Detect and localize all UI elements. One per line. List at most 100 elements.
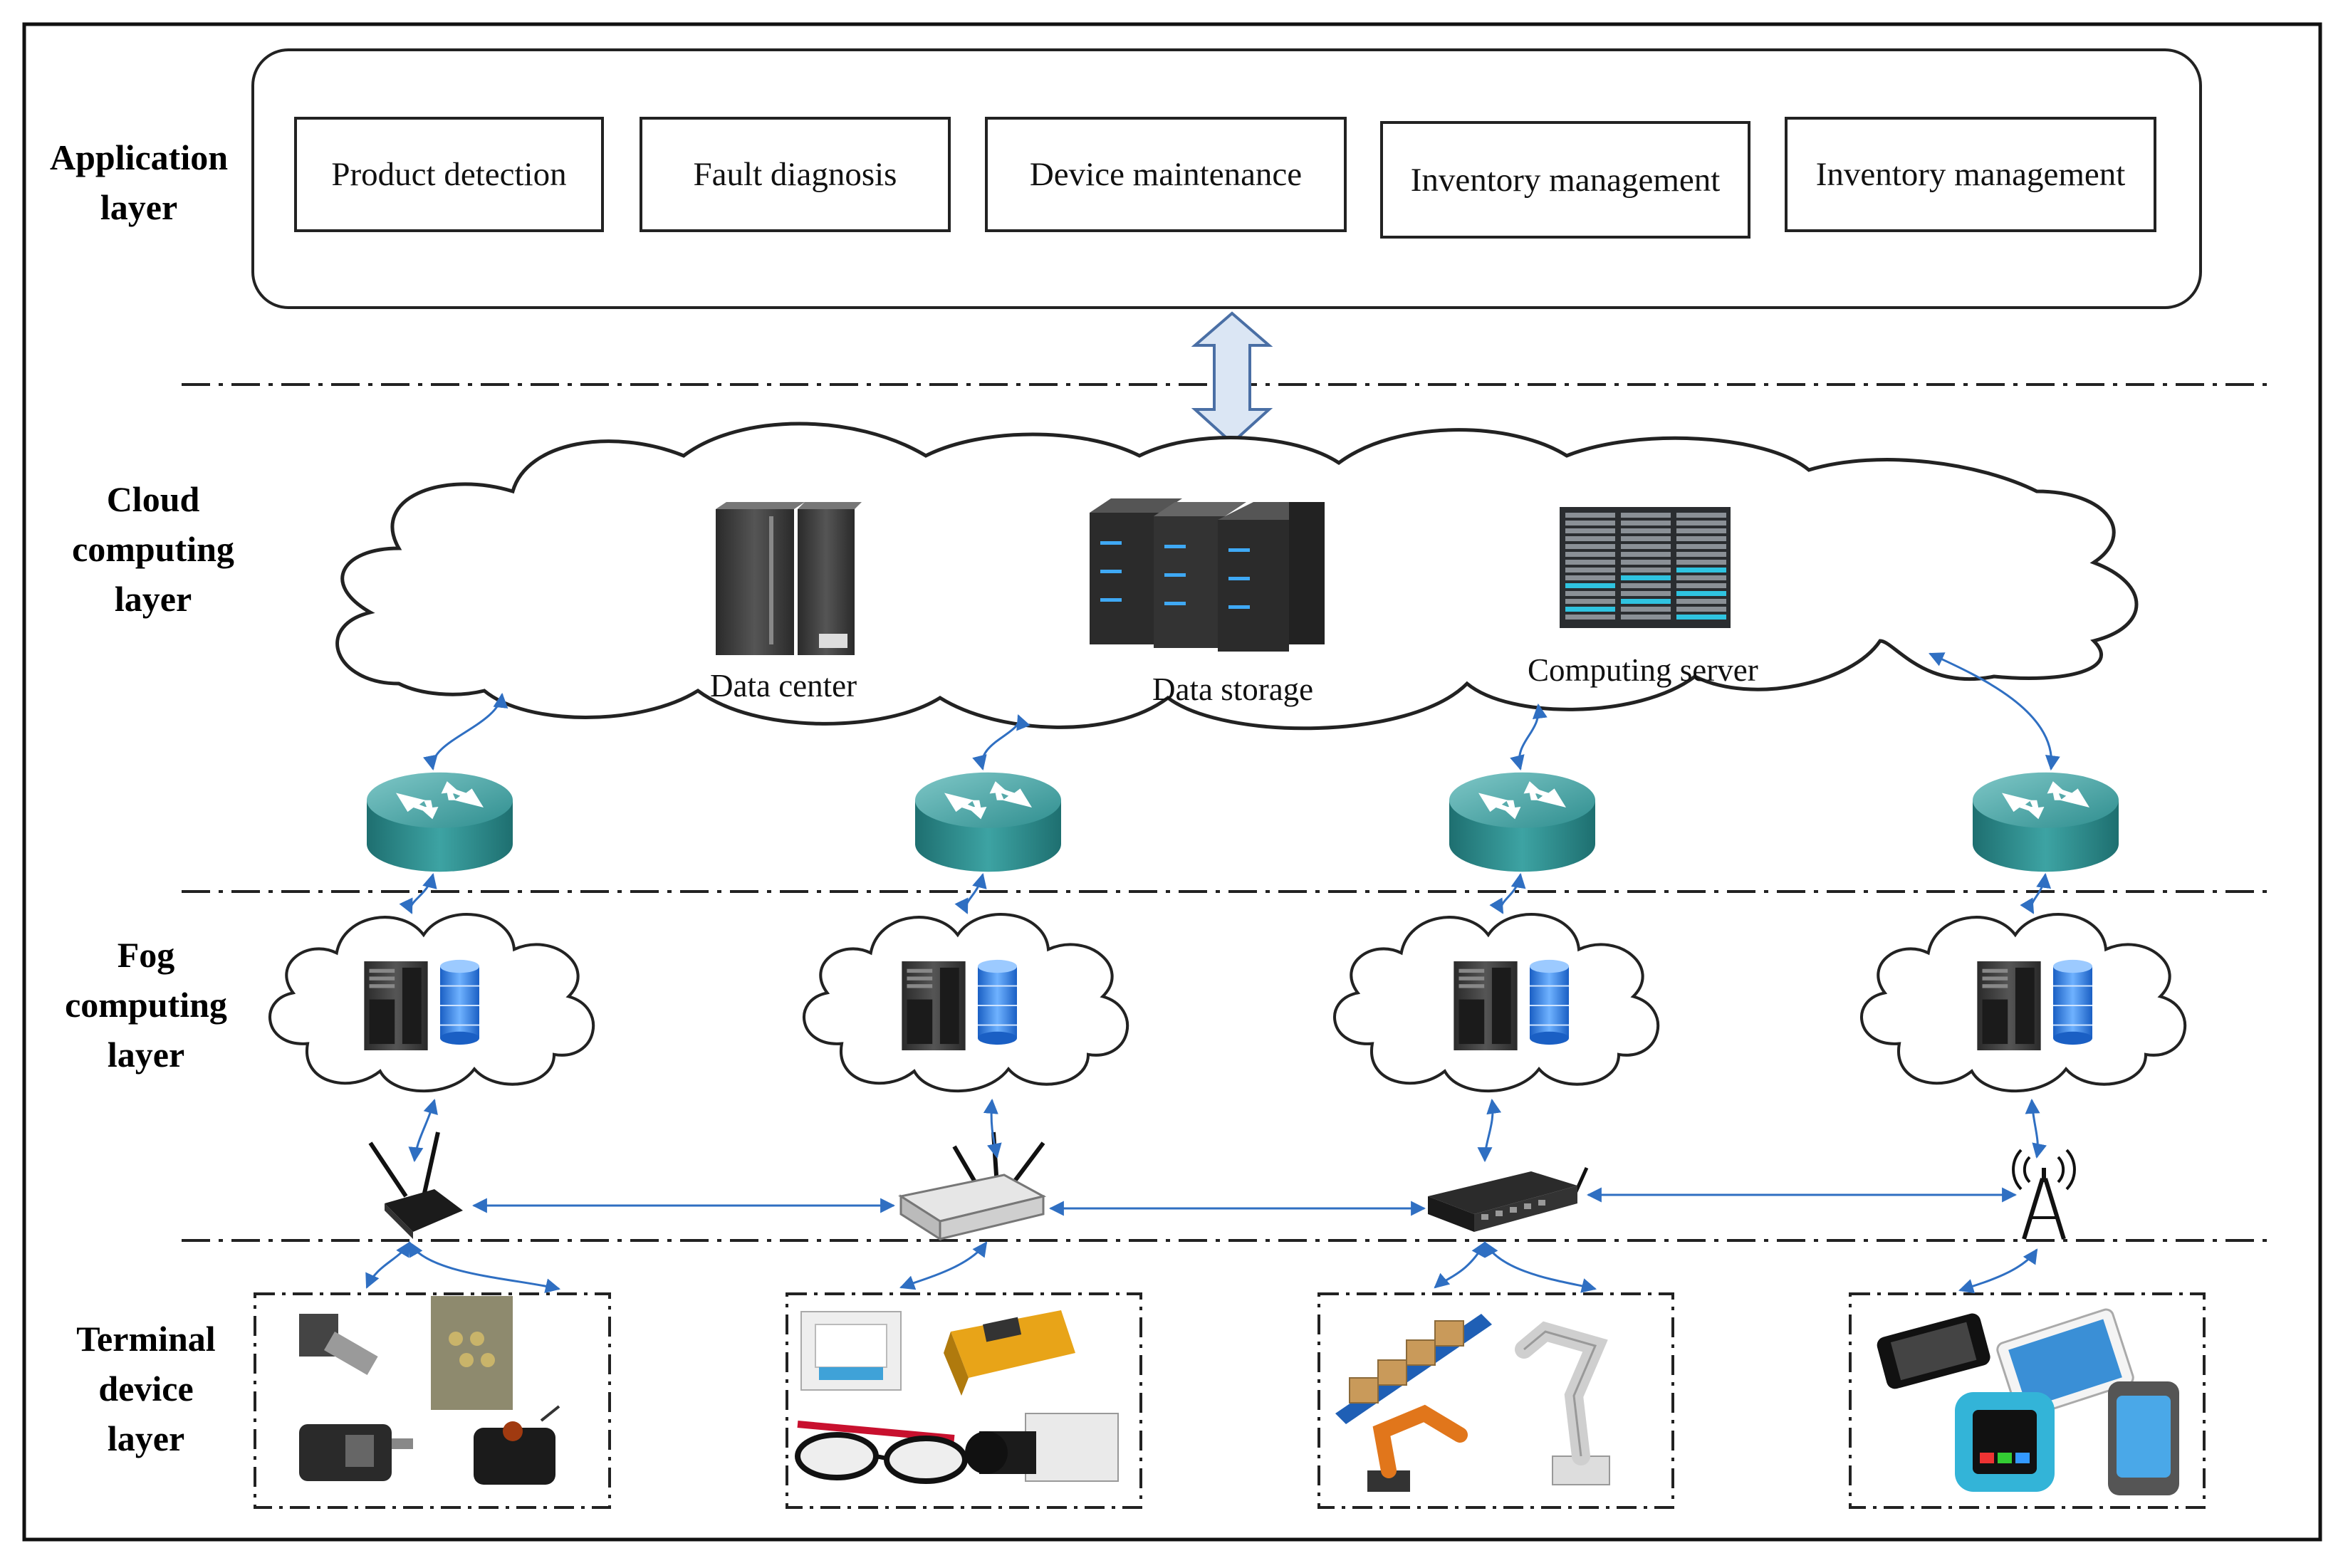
pressure-sensor-icon xyxy=(299,1314,378,1375)
rack-unit xyxy=(1621,599,1671,604)
label-line: device xyxy=(98,1369,194,1408)
rack-unit xyxy=(1621,591,1671,596)
label-line: layer xyxy=(107,1035,185,1075)
link-arrow xyxy=(399,872,437,914)
link-arrow xyxy=(423,692,508,771)
rack-unit xyxy=(1565,528,1615,533)
link-arrow xyxy=(408,1098,438,1163)
outer-frame xyxy=(22,22,2322,1542)
label-line: layer xyxy=(107,1418,185,1458)
rack-unit xyxy=(1621,544,1671,549)
rack-unit xyxy=(1621,568,1671,573)
label-line: computing xyxy=(72,529,234,569)
smartphone-icon xyxy=(1877,1313,1990,1389)
wifi-router-icon xyxy=(368,1131,463,1239)
rack-unit xyxy=(1621,513,1671,518)
app-box-fault-diagnosis: Fault diagnosis xyxy=(640,117,951,232)
industrial-camera-icon xyxy=(965,1413,1119,1482)
cylindrical-sensor-icon xyxy=(431,1296,513,1410)
rack-unit xyxy=(1621,607,1671,612)
link-arrow xyxy=(1510,703,1548,771)
smart-glasses-icon xyxy=(795,1421,968,1484)
rack-unit xyxy=(1621,560,1671,565)
rack-unit xyxy=(1565,575,1615,580)
agv-robot-icon xyxy=(944,1310,1075,1396)
rack-unit xyxy=(1621,528,1671,533)
fog-cloud-shape xyxy=(270,914,593,1091)
terminal-group-box xyxy=(786,1292,1142,1509)
server-icon xyxy=(364,961,428,1050)
terminal-layer-label: Terminal device layer xyxy=(39,1314,253,1463)
label-line: Terminal xyxy=(76,1319,216,1359)
rack-unit xyxy=(1621,575,1671,580)
fog-cloud-shape xyxy=(804,914,1127,1091)
link-arrow xyxy=(972,714,1030,771)
small-sensor-icon xyxy=(474,1405,560,1485)
computing-server-label: Computing server xyxy=(1528,652,1758,688)
link-arrow xyxy=(1489,872,1526,914)
application-layer-label: Application layer xyxy=(28,132,249,232)
terminal-group-box xyxy=(1849,1292,2206,1509)
link-arrow xyxy=(365,1241,411,1289)
link-arrow xyxy=(1929,652,2060,771)
rack-unit xyxy=(1621,552,1671,557)
app-label: Product detection xyxy=(331,156,567,193)
rack-unit xyxy=(1565,615,1615,620)
industrial-robot-icon xyxy=(1515,1321,1610,1485)
rack-unit xyxy=(1565,568,1615,573)
rack-unit xyxy=(1565,583,1615,588)
server-icon xyxy=(1977,961,2041,1050)
connection-links xyxy=(365,652,2060,1294)
rack-unit xyxy=(1565,536,1615,541)
double-arrow-icon xyxy=(1191,311,1273,445)
link-arrow xyxy=(1958,1248,2038,1294)
fog-layer-label: Fog computing layer xyxy=(39,930,253,1080)
rack-unit xyxy=(1621,583,1671,588)
industrial-gateway-icon xyxy=(1428,1166,1589,1232)
rack-unit xyxy=(1565,513,1615,518)
computing-server-icon xyxy=(1560,507,1731,628)
app-box-inventory-management: Inventory management xyxy=(1380,121,1750,239)
app-label: Inventory management xyxy=(1410,161,1721,199)
database-icon xyxy=(978,958,1017,1046)
rack-unit xyxy=(1621,521,1671,526)
database-icon xyxy=(2053,958,2092,1046)
database-icon xyxy=(1530,958,1569,1046)
rack-unit xyxy=(1565,560,1615,565)
server-icon xyxy=(1454,961,1518,1050)
label-line: Fog xyxy=(117,935,175,975)
rack-unit xyxy=(1676,560,1726,565)
link-arrow xyxy=(954,872,987,914)
app-label: Device maintenance xyxy=(1029,156,1303,193)
data-storage-icon xyxy=(1090,498,1325,652)
link-arrow xyxy=(1483,1241,1597,1293)
rack-unit xyxy=(1676,583,1726,588)
app-label: Inventory management xyxy=(1815,156,2126,193)
rack-unit xyxy=(1621,536,1671,541)
camera-sensor-icon xyxy=(299,1424,413,1481)
label-line: computing xyxy=(65,985,227,1025)
router-icon xyxy=(1973,772,2119,872)
link-arrow xyxy=(408,1241,561,1293)
link-arrow xyxy=(1477,1098,1502,1163)
terminal-group-box xyxy=(254,1292,611,1509)
rack-unit xyxy=(1676,513,1726,518)
label-line: layer xyxy=(114,579,192,619)
app-label: Fault diagnosis xyxy=(693,156,897,193)
router-icon xyxy=(367,772,513,872)
rack-unit xyxy=(1565,591,1615,596)
rack-unit xyxy=(1676,599,1726,604)
router-icon xyxy=(1449,772,1595,872)
label-line: Cloud xyxy=(106,479,200,519)
rack-unit xyxy=(1676,536,1726,541)
link-arrow xyxy=(2025,1098,2047,1159)
router-icon xyxy=(915,772,1061,872)
rack-unit xyxy=(1676,615,1726,620)
rack-unit xyxy=(1676,591,1726,596)
cloud-layer-label: Cloud computing layer xyxy=(39,474,267,624)
rack-unit xyxy=(1676,552,1726,557)
data-center-icon xyxy=(716,502,862,655)
rack-unit xyxy=(1621,615,1671,620)
